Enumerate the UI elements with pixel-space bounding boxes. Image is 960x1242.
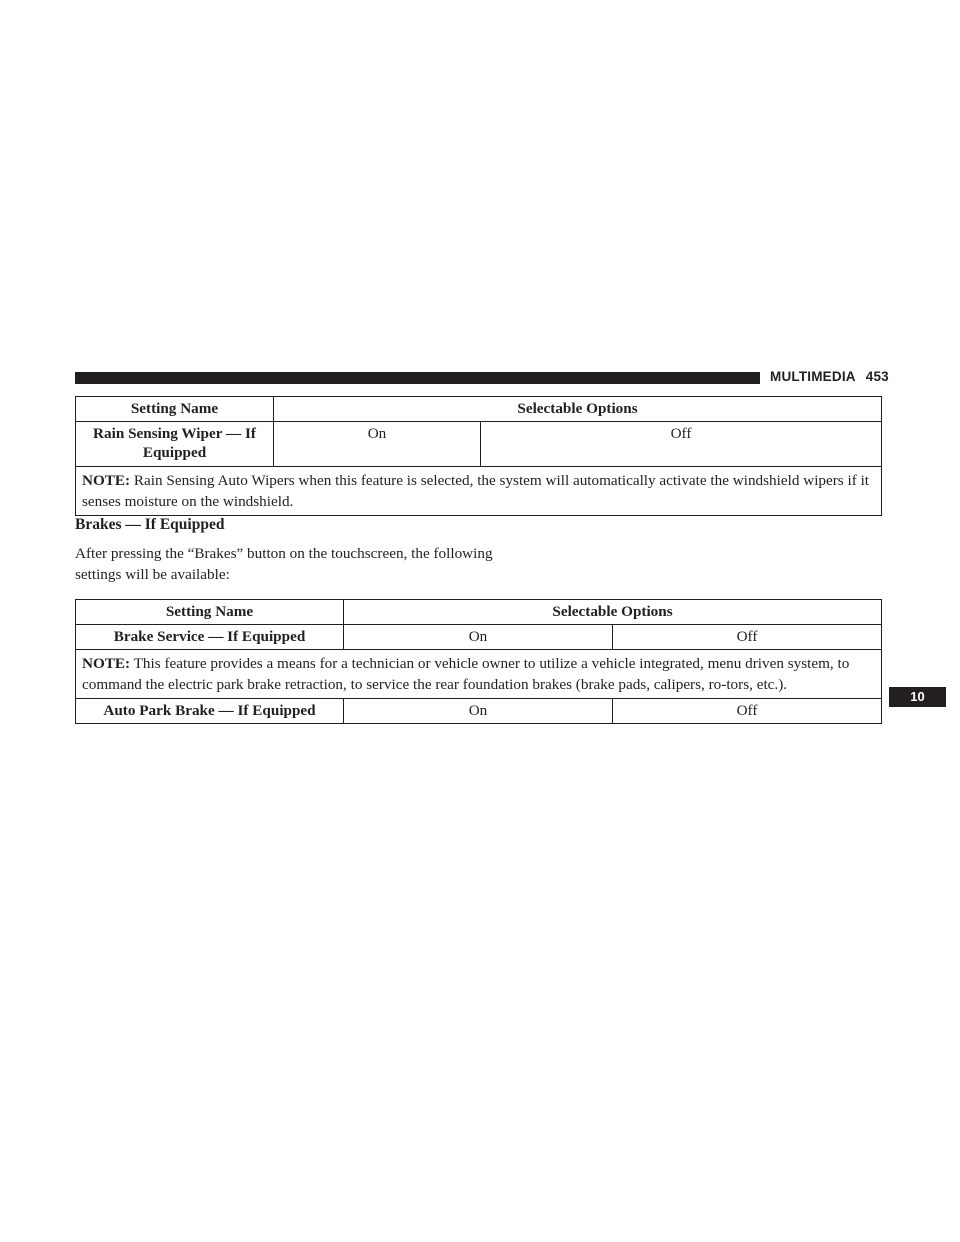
note-text: Rain Sensing Auto Wipers when this featu… bbox=[82, 472, 870, 510]
table-header-row: Setting Name Selectable Options bbox=[75, 599, 883, 625]
chapter-tab: 10 bbox=[889, 687, 946, 707]
note-cell: NOTE: This feature provides a means for … bbox=[74, 649, 883, 699]
table-note-row: NOTE: Rain Sensing Auto Wipers when this… bbox=[74, 466, 883, 516]
section-body-text: After pressing the “Brakes” button on th… bbox=[75, 545, 493, 583]
section-title: MULTIMEDIA bbox=[770, 369, 856, 384]
table-row: Auto Park Brake — If Equipped On Off bbox=[75, 698, 883, 724]
col-header-setting-name: Setting Name bbox=[75, 599, 344, 625]
col-header-setting-name: Setting Name bbox=[75, 396, 274, 422]
table-header-row: Setting Name Selectable Options bbox=[75, 396, 883, 422]
brakes-settings-table: Setting Name Selectable Options Brake Se… bbox=[74, 599, 883, 724]
note-text: This feature provides a means for a tech… bbox=[82, 655, 850, 693]
col-header-selectable-options: Selectable Options bbox=[272, 396, 883, 422]
running-header: MULTIMEDIA 453 bbox=[770, 369, 889, 384]
option-on: On bbox=[343, 698, 613, 724]
note-label: NOTE: bbox=[82, 655, 131, 672]
rain-wiper-settings-table: Setting Name Selectable Options Rain Sen… bbox=[74, 396, 883, 516]
col-header-selectable-options: Selectable Options bbox=[342, 599, 883, 625]
setting-name-auto-park-brake: Auto Park Brake — If Equipped bbox=[75, 698, 344, 724]
table-row: Brake Service — If Equipped On Off bbox=[75, 624, 883, 650]
option-off: Off bbox=[611, 698, 883, 724]
option-off: Off bbox=[479, 421, 883, 467]
section-heading-brakes: Brakes — If Equipped bbox=[75, 516, 225, 533]
option-on: On bbox=[273, 421, 481, 467]
note-label: NOTE: bbox=[82, 472, 131, 489]
option-on: On bbox=[343, 624, 613, 650]
table-row: Rain Sensing Wiper — If Equipped On Off bbox=[75, 421, 883, 467]
table-note-row: NOTE: This feature provides a means for … bbox=[74, 649, 883, 699]
setting-name-brake-service: Brake Service — If Equipped bbox=[75, 624, 344, 650]
page-number: 453 bbox=[865, 369, 889, 384]
setting-name-rain-sensing-wiper: Rain Sensing Wiper — If Equipped bbox=[75, 421, 274, 467]
note-cell: NOTE: Rain Sensing Auto Wipers when this… bbox=[74, 466, 883, 516]
header-rule bbox=[75, 372, 760, 384]
option-off: Off bbox=[611, 624, 883, 650]
